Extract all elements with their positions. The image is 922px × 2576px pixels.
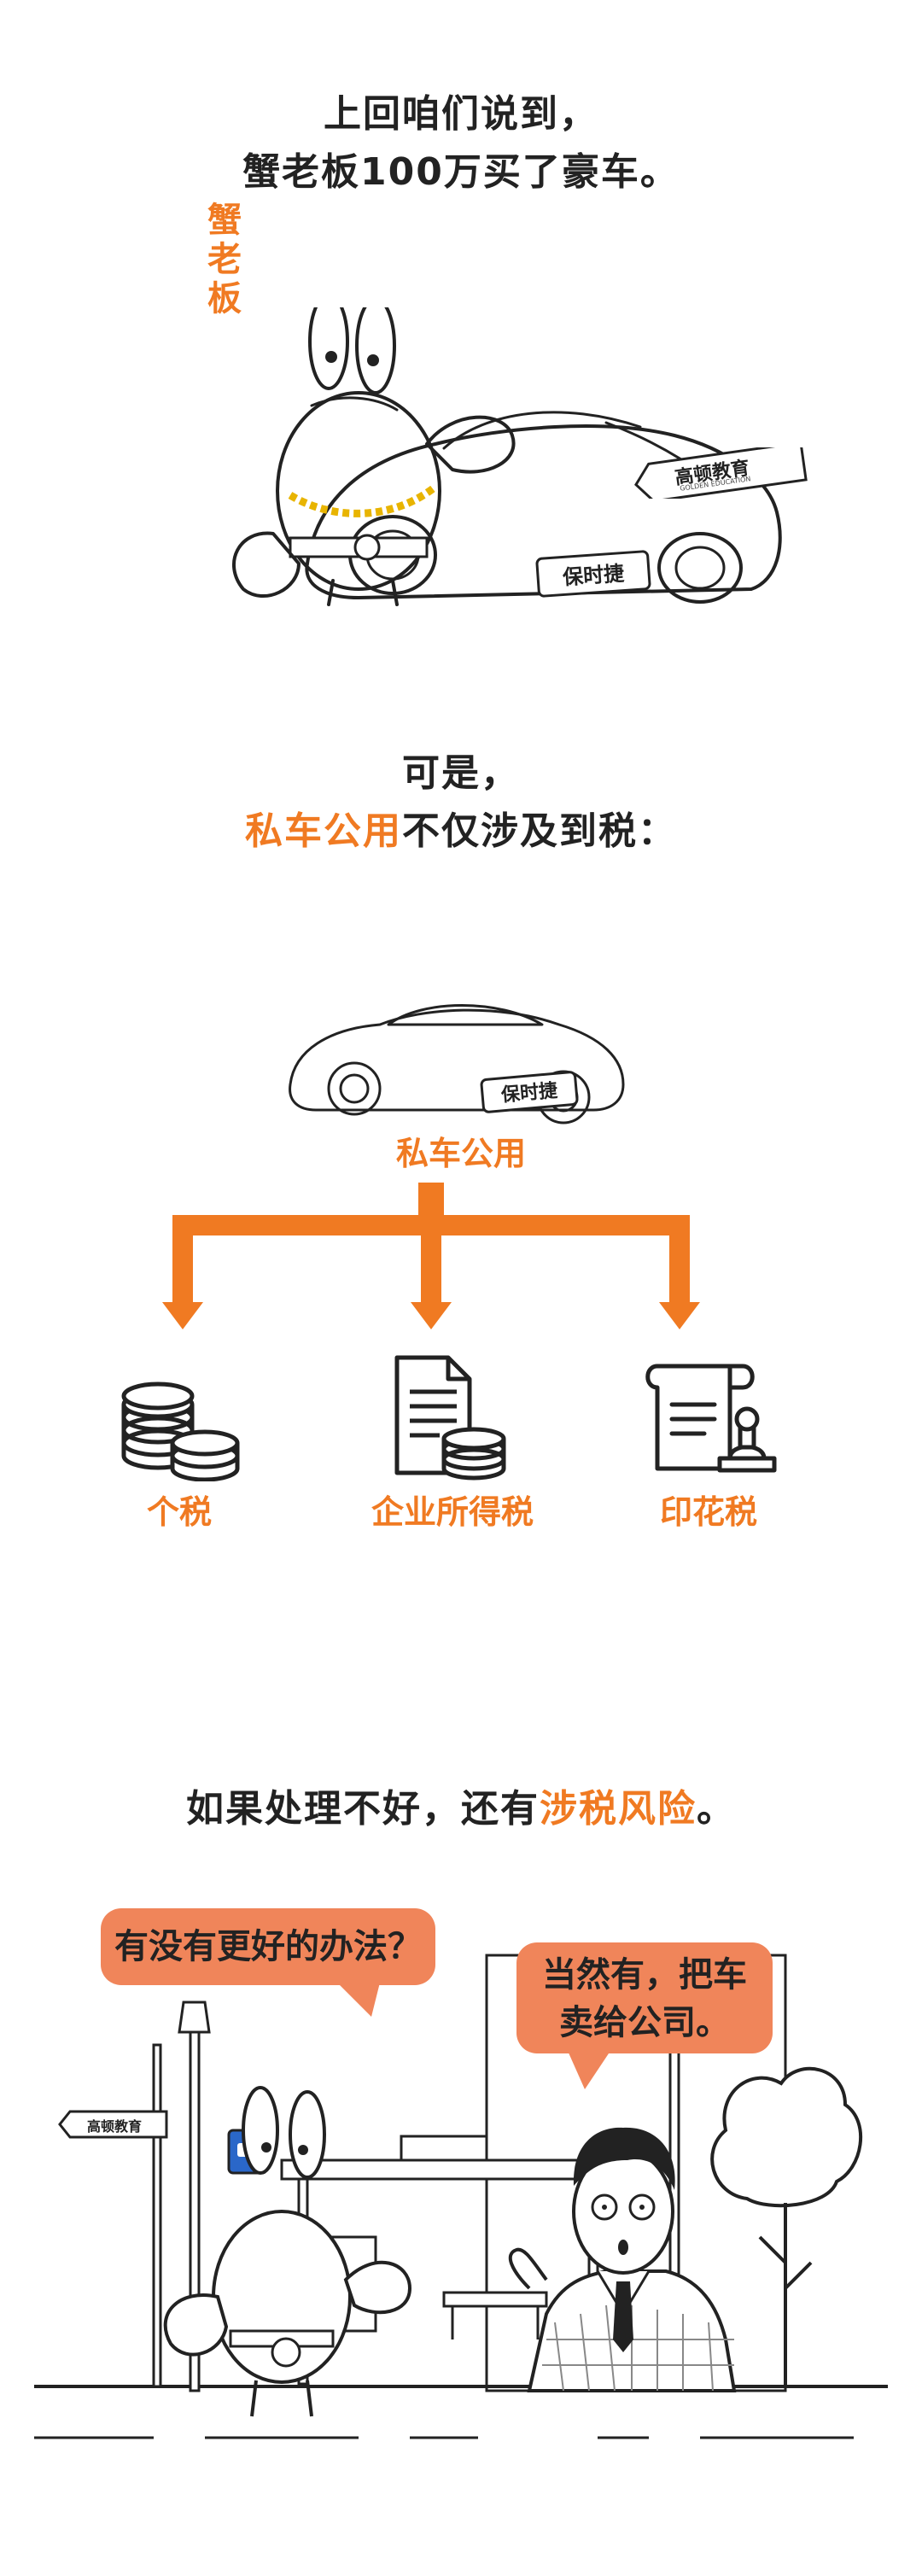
section3-before: 如果处理不好，还有: [186, 1787, 540, 1831]
bus-stop-scene: [34, 1954, 888, 2439]
speech-bubble-right: 当然有，把车 卖给公司。: [516, 1942, 773, 2053]
section3-highlight: 涉税风险: [540, 1787, 697, 1831]
crab-name-char-1: 蟹: [207, 201, 242, 240]
diagram-car-illustration: 保时捷: [289, 1004, 625, 1124]
crab-name-char-3: 板: [207, 279, 242, 318]
section2-rest: 不仅涉及到税：: [402, 809, 677, 853]
branch-label-3: 印花税: [659, 1493, 757, 1531]
speech-bubble-left-text: 有没有更好的办法？: [114, 1927, 422, 1966]
diagram-root-label: 私车公用: [395, 1135, 526, 1172]
speech-bubble-right-tail: [568, 2051, 610, 2089]
branch-label-1: 个税: [146, 1493, 212, 1531]
intro-line-1: 上回咱们说到，: [324, 92, 598, 136]
section2-line-1: 可是，: [402, 751, 520, 795]
section2-line-2: 私车公用不仅涉及到税：: [0, 803, 922, 861]
crab-with-car-illustration: 保时捷: [232, 307, 782, 606]
car-plate: [535, 550, 651, 598]
speech-bubble-right-line-2: 卖给公司。: [559, 2003, 730, 2042]
speech-bubble-left: 有没有更好的办法？: [101, 1908, 435, 1985]
branch-label-2: 企业所得税: [371, 1493, 534, 1531]
crab-name-char-2: 老: [207, 240, 242, 279]
brand-sign-2-text: 高顿教育: [87, 2118, 143, 2135]
section3-line: 如果处理不好，还有涉税风险。: [0, 1780, 922, 1838]
coin-stack-icon: [121, 1381, 240, 1481]
section2-highlight: 私车公用: [245, 809, 402, 853]
speech-bubble-left-tail: [337, 1983, 380, 2017]
diagram-branch-arrows: [162, 1183, 700, 1329]
crab-name-label: 蟹 老 板: [205, 201, 244, 318]
brand-sign-2: 高顿教育: [58, 2109, 169, 2140]
section3-after: 。: [697, 1787, 736, 1831]
brand-sign: 高顿教育 GOLDEN EDUCATION: [633, 447, 813, 499]
intro-line-2: 蟹老板100万买了豪车。: [242, 150, 680, 194]
diagram-car-plate: 保时捷: [499, 1080, 559, 1107]
scroll-stamp-icon: [645, 1364, 777, 1473]
document-coins-icon: [394, 1355, 506, 1481]
car-plate-text: 保时捷: [561, 562, 625, 590]
speech-bubble-right-line-1: 当然有，把车: [542, 1955, 747, 1995]
